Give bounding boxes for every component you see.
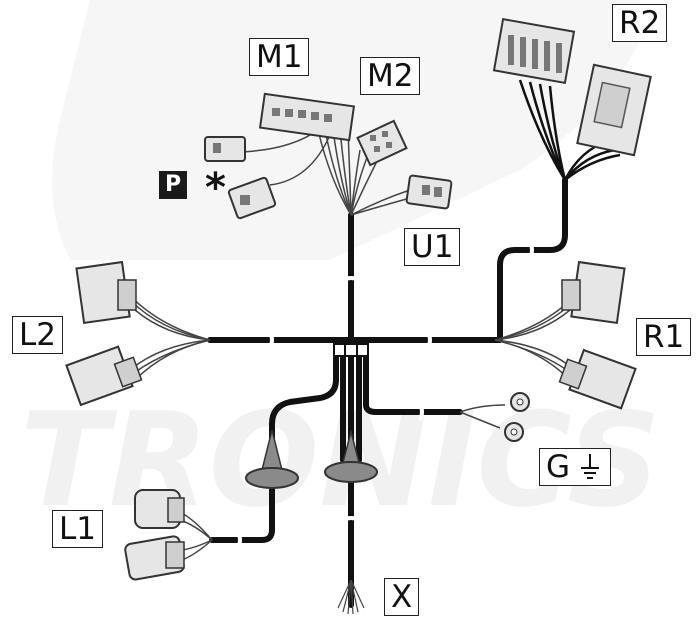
connector-r2 — [492, 17, 652, 181]
connector-l1 — [124, 489, 213, 581]
connector-m1 — [258, 92, 356, 142]
grommet-center — [324, 429, 378, 483]
label-r2: R2 — [612, 4, 668, 42]
label-g-text: G — [546, 449, 571, 485]
label-x: X — [384, 578, 420, 616]
marker-p: P — [159, 171, 187, 199]
label-r1: R1 — [636, 318, 692, 356]
ground-symbol-icon — [581, 454, 600, 479]
connector-l2 — [65, 260, 211, 407]
connector-p — [204, 136, 277, 220]
wire-break-icon — [236, 241, 534, 549]
label-l1: L1 — [52, 510, 103, 548]
ground-terminals — [459, 392, 530, 442]
central-clamp — [333, 343, 369, 357]
loose-wires-x — [337, 579, 365, 615]
connector-r1 — [494, 260, 637, 410]
label-u1: U1 — [404, 228, 461, 266]
label-m2: M2 — [360, 57, 421, 95]
connector-u1 — [405, 174, 453, 210]
label-m1: M1 — [249, 38, 310, 76]
marker-star: * — [205, 165, 226, 211]
connector-m2 — [356, 119, 408, 167]
main-cables — [207, 177, 568, 608]
grommet-left — [245, 429, 299, 489]
label-l2: L2 — [12, 316, 63, 354]
label-g: G — [539, 448, 612, 486]
